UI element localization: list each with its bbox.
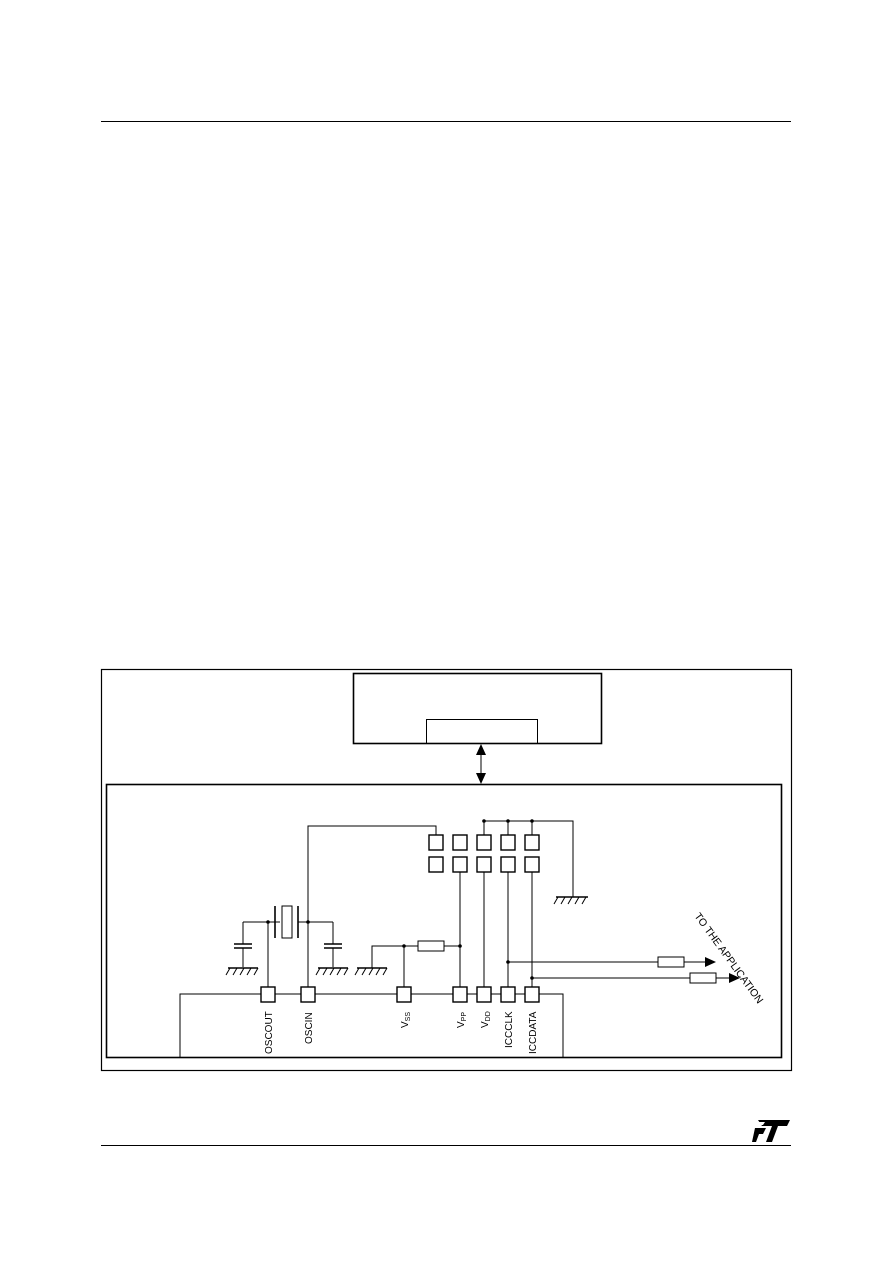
wires: [242, 820, 730, 987]
crystal-resonator: [274, 905, 299, 939]
mcu-pins: [260, 986, 540, 1003]
pin-label-iccdata: ICCDATA: [528, 1011, 539, 1054]
capacitors: [234, 943, 342, 949]
mcu-pin-iccdata: [524, 986, 540, 1003]
connector-pin: [476, 834, 492, 851]
connector-pin: [524, 856, 540, 873]
mcu-pin-iccclk: [500, 986, 516, 1003]
resistors: [417, 940, 717, 984]
mcu-pin-vss: [396, 986, 412, 1003]
mcu-outline: [179, 993, 564, 1058]
diagram-frame: [100, 668, 793, 1072]
st-logo: [752, 1120, 790, 1142]
icc-connector-box: [426, 719, 538, 744]
ground-symbols: [225, 896, 588, 976]
ground-icon: [553, 896, 588, 905]
connector-pin: [476, 856, 492, 873]
ground-icon: [354, 967, 388, 976]
mcu-pin-oscout: [260, 986, 276, 1003]
mcu-pin-vdd: [476, 986, 492, 1003]
connector-pin: [428, 856, 444, 873]
ground-icon: [225, 967, 259, 976]
pin-label-iccclk: ICCCLK: [504, 1011, 515, 1048]
mcu-pin-vpp: [452, 986, 468, 1003]
resistor: [657, 956, 685, 968]
header-rule: [101, 121, 791, 122]
resistor: [689, 972, 717, 984]
resistor: [417, 940, 445, 952]
mcu-pin-oscin: [300, 986, 316, 1003]
junction-dots: [266, 819, 534, 980]
connector-pin: [452, 856, 468, 873]
pin-label-vdd: VDD: [480, 1011, 492, 1028]
pin-label-oscout: OSCOUT: [264, 1011, 275, 1054]
programming-tool-box: [352, 672, 603, 745]
ground-icon: [315, 967, 349, 976]
connector-pin: [428, 834, 444, 851]
connector-pin: [500, 856, 516, 873]
footer-rule: [101, 1145, 791, 1146]
application-arrows: [705, 957, 740, 983]
pin-label-vpp: VPP: [456, 1012, 468, 1028]
cable-double-arrow: [476, 744, 486, 784]
pin-label-oscin: OSCIN: [304, 1012, 315, 1044]
to-application-label: TO THE APPLICATION: [692, 911, 766, 1006]
connector-pin: [524, 834, 540, 851]
icc-connector-pins: [428, 834, 540, 873]
pin-label-vss: VSS: [400, 1012, 412, 1028]
connector-pin: [500, 834, 516, 851]
application-board: [105, 783, 783, 1059]
connector-pin: [452, 834, 468, 851]
